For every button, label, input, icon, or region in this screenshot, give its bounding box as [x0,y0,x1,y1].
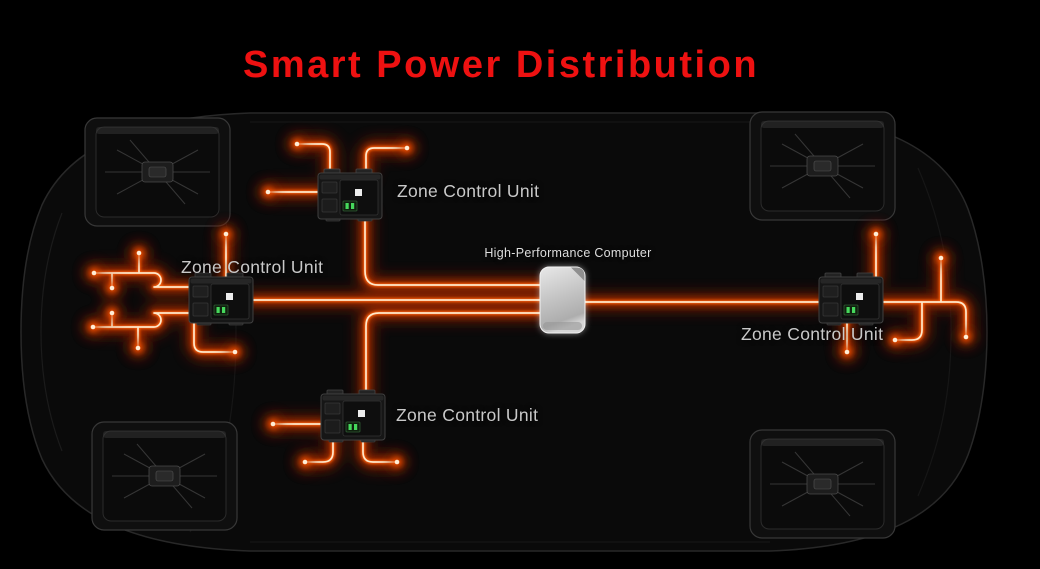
zcu-box-top [317,168,383,222]
zcu-box-bottom [320,389,386,443]
zcu-label-right: Zone Control Unit [741,324,884,344]
wheel-front-left [84,117,231,227]
wheel-rear-left [749,111,896,221]
wheel-front-right [91,421,238,531]
zcu-label-top: Zone Control Unit [397,181,540,201]
wheel-rear-right [749,429,896,539]
zcu-label-bottom: Zone Control Unit [396,405,539,425]
car-illustration [20,111,988,552]
hpc-label: High-Performance Computer [484,246,652,260]
zcu-box-right [818,272,884,326]
diagram-title: Smart Power Distribution [242,44,760,86]
zcu-label-left: Zone Control Unit [181,257,324,277]
hpc-box [539,266,586,334]
zcu-box-left [188,272,254,326]
